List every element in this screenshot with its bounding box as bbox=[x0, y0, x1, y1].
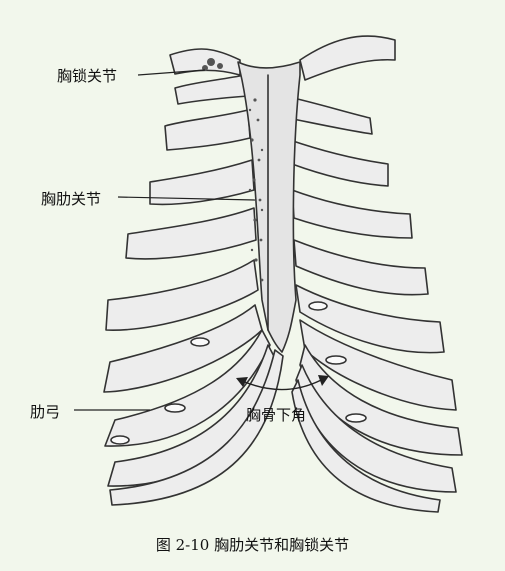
left-rib-1 bbox=[174, 74, 249, 105]
label-costal-arch: 肋弓 bbox=[30, 403, 61, 421]
cartilage-oval bbox=[308, 301, 328, 311]
infrasternal-angle-arc bbox=[239, 377, 326, 391]
cartilage-oval bbox=[190, 337, 210, 347]
cartilage-oval bbox=[110, 435, 130, 445]
label-sternocostal-joint: 胸肋关节 bbox=[41, 190, 102, 208]
arrowhead-left bbox=[236, 377, 248, 387]
sternum bbox=[237, 61, 301, 353]
label-sternoclavicular-joint: 胸锁关节 bbox=[57, 67, 118, 85]
cartilage-oval bbox=[164, 403, 186, 413]
left-rib-9 bbox=[109, 349, 284, 506]
left-rib-3 bbox=[149, 159, 255, 206]
left-clavicle bbox=[169, 48, 241, 76]
cartilage-oval bbox=[325, 355, 347, 365]
left-rib-2 bbox=[164, 109, 251, 151]
leader-sternoclavicular bbox=[137, 69, 206, 76]
left-rib-7 bbox=[104, 329, 271, 447]
right-clavicle bbox=[299, 35, 396, 81]
right-rib-9 bbox=[291, 379, 441, 513]
left-rib-6 bbox=[103, 304, 263, 393]
right-rib-6 bbox=[299, 319, 457, 411]
left-rib-5 bbox=[105, 259, 259, 331]
right-rib-4 bbox=[293, 239, 429, 296]
right-rib-2 bbox=[289, 139, 389, 187]
figure-caption: 图 2-10 胸肋关节和胸锁关节 bbox=[155, 536, 350, 554]
leader-sternocostal bbox=[117, 196, 256, 201]
right-rib-1 bbox=[284, 95, 373, 135]
cartilage-oval bbox=[345, 413, 367, 423]
arrowhead-right bbox=[318, 375, 329, 386]
left-rib-4 bbox=[125, 207, 257, 260]
right-rib-5 bbox=[295, 284, 445, 354]
right-rib-3 bbox=[291, 189, 413, 239]
label-infrasternal-angle: 胸骨下角 bbox=[246, 406, 307, 424]
